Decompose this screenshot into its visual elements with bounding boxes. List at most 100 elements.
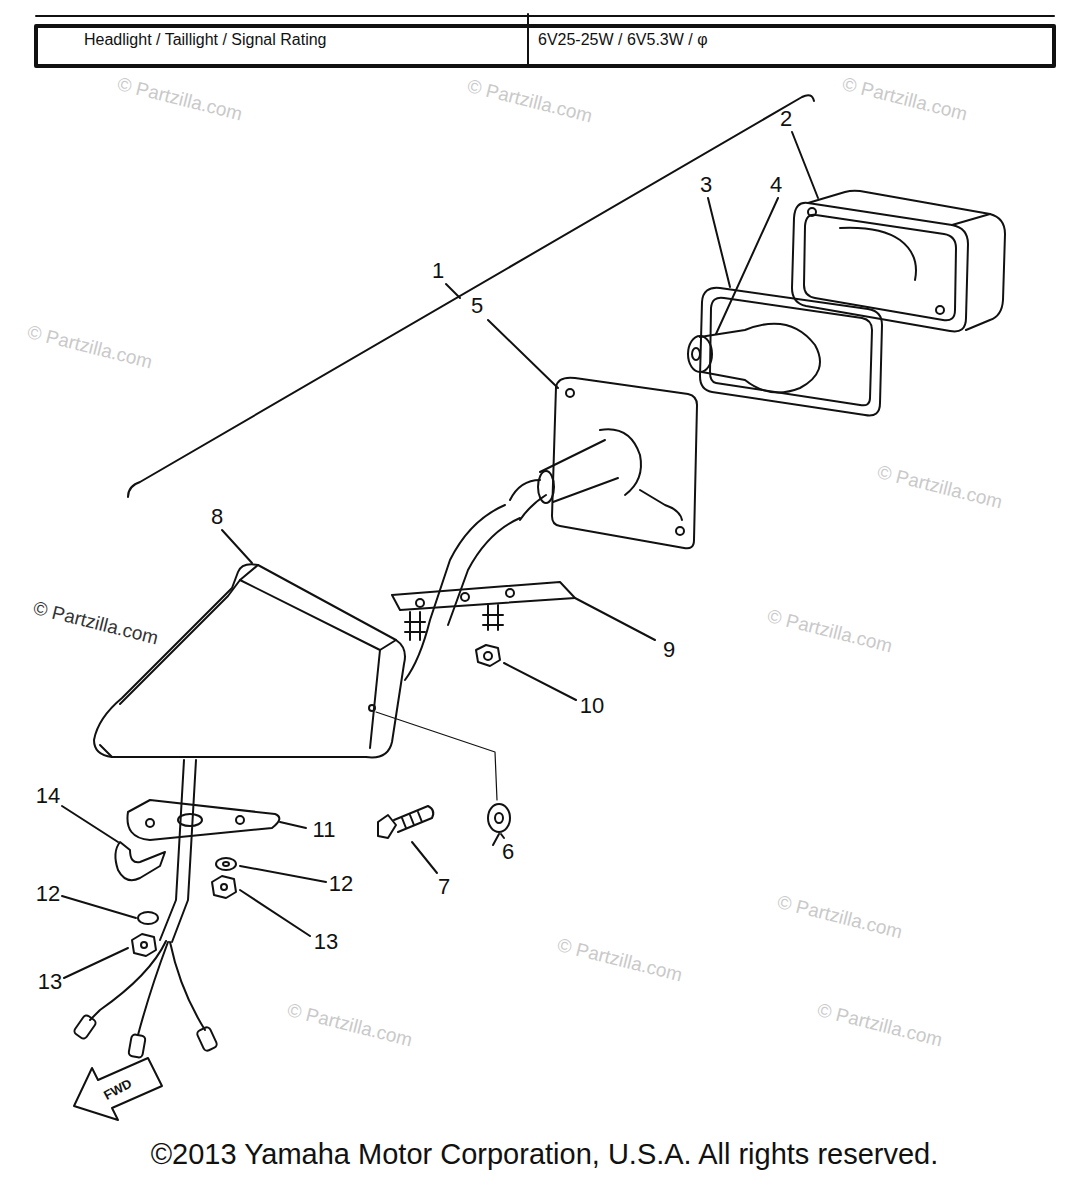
callout-number: 3 <box>700 173 712 197</box>
callout-number: 2 <box>780 107 792 131</box>
gasket <box>710 298 872 406</box>
forward-arrow <box>74 1058 162 1120</box>
lens <box>804 215 956 321</box>
watermark: © Partzilla.com <box>815 1000 944 1051</box>
washers-nuts <box>138 912 158 924</box>
assembly-bracket <box>128 95 814 497</box>
housing <box>370 640 396 748</box>
watermark: © Partzilla.com <box>775 892 904 943</box>
callout-number: 5 <box>471 294 483 318</box>
washers-nuts <box>223 862 229 866</box>
callout-number: 8 <box>211 505 223 529</box>
wire-leads <box>138 942 168 1035</box>
wire-leads <box>170 942 205 1030</box>
callout-number: 13 <box>38 970 62 994</box>
washers-nuts <box>221 884 227 890</box>
assembly-bracket <box>128 95 814 497</box>
callout-number: 12 <box>329 872 353 896</box>
bulb <box>688 336 712 372</box>
spec-table <box>36 14 1054 66</box>
clip <box>62 806 118 842</box>
washers-nuts <box>216 858 236 870</box>
stay <box>483 605 503 630</box>
socket-plate <box>510 480 546 520</box>
bulb <box>688 198 820 393</box>
bulb <box>692 348 700 360</box>
washers-nuts <box>62 896 136 918</box>
nut <box>476 645 576 700</box>
lens <box>936 306 944 314</box>
nut <box>484 652 492 660</box>
callout-number: 4 <box>770 173 782 197</box>
callout-number: 11 <box>313 818 336 842</box>
header-cell: 6V25-25W / 6V5.3W / φ <box>538 31 708 49</box>
socket-plate <box>552 378 697 549</box>
washer-bolt <box>402 812 422 828</box>
callout-number: 13 <box>314 930 338 954</box>
washer-bolt <box>378 815 396 838</box>
wire-leads <box>73 1014 97 1040</box>
callout-number: 14 <box>36 784 60 808</box>
socket-plate <box>600 429 641 495</box>
washer-bolt <box>501 834 504 838</box>
stay <box>392 582 655 640</box>
stay <box>506 589 514 597</box>
housing <box>240 580 380 650</box>
lens <box>808 208 816 216</box>
mount-plate <box>146 819 154 827</box>
socket-plate <box>640 490 682 520</box>
washer-bolt <box>376 712 510 873</box>
socket-plate <box>488 320 697 548</box>
gasket <box>708 198 730 287</box>
callout-number: 10 <box>580 694 604 718</box>
washers-nuts <box>240 866 326 882</box>
bulb <box>716 198 778 334</box>
callout-number: 9 <box>663 638 675 662</box>
nut <box>504 663 576 700</box>
stay <box>461 593 469 601</box>
socket-plate <box>540 440 618 502</box>
watermark: © Partzilla.com <box>555 935 684 986</box>
washer-bolt <box>412 842 437 873</box>
watermark: © Partzilla.com <box>115 74 244 125</box>
stay <box>392 582 575 610</box>
lens <box>792 132 818 198</box>
washer-bolt <box>394 806 433 832</box>
header-cell: Headlight / Taillight / Signal Rating <box>84 31 327 49</box>
watermark: © Partzilla.com <box>840 74 969 125</box>
copyright-caption: ©2013 Yamaha Motor Corporation, U.S.A. A… <box>151 1139 939 1171</box>
forward-arrow <box>74 1058 162 1120</box>
mount-plate <box>127 800 279 840</box>
mount-plate <box>280 822 306 828</box>
stay <box>405 612 425 640</box>
stay <box>575 598 655 640</box>
washer-bolt <box>495 813 503 823</box>
spec-table <box>36 26 1054 66</box>
callout-number: 6 <box>502 840 514 864</box>
socket-plate <box>676 527 684 535</box>
housing <box>222 530 252 563</box>
callout-number: 7 <box>438 875 450 899</box>
washers-nuts <box>212 876 236 898</box>
washers-nuts <box>141 942 147 948</box>
clip <box>115 842 165 880</box>
assembly-bracket <box>446 284 460 298</box>
housing <box>448 518 520 625</box>
spec-table <box>527 14 529 66</box>
watermark: © Partzilla.com <box>465 76 594 127</box>
mount-plate <box>236 816 244 824</box>
housing <box>94 564 405 757</box>
washers-nuts <box>64 948 128 978</box>
lens <box>840 228 916 280</box>
spec-table <box>36 15 1054 17</box>
lens <box>952 214 990 225</box>
housing <box>100 745 112 757</box>
washer-bolt <box>376 712 497 800</box>
callout-number: 12 <box>36 882 60 906</box>
mount-plate <box>160 760 196 942</box>
lens <box>808 191 1005 330</box>
wire-leads <box>196 1026 218 1052</box>
wire-leads <box>73 941 218 1058</box>
watermark: © Partzilla.com <box>285 1000 414 1051</box>
